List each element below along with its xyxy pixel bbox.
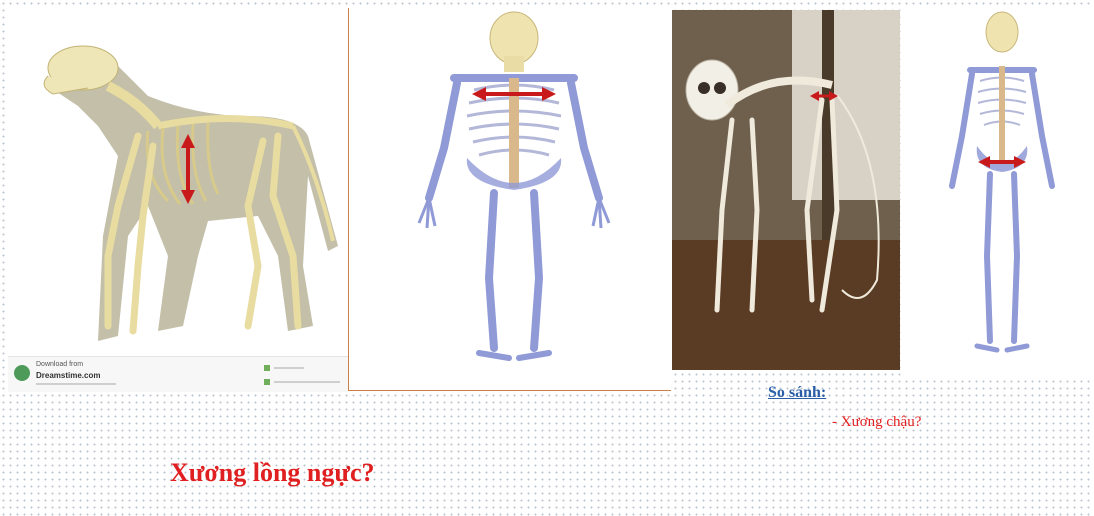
human-skeleton-illustration-2 [902,6,1092,376]
watermark-badge-icon-2 [264,379,270,385]
pelvis-question: - Xương chậu? [832,414,921,431]
human-skeleton-pelvis-image [902,6,1092,376]
watermark-id-line [274,367,304,369]
human-skeleton-ribcage-image [348,8,671,391]
watermark-line1: Download from [36,361,83,368]
watermark-line2: Dreamstime.com [36,371,100,380]
watermark-badge-icon [264,365,270,371]
monkey-skeleton-photo [672,10,900,370]
dog-skeleton-image: Download from Dreamstime.com [8,6,348,392]
dreamstime-logo-icon [14,365,30,381]
human-skeleton-illustration [349,8,671,390]
ribcage-question: Xương lồng ngực? [170,458,375,488]
download-watermark-bar: Download from Dreamstime.com [8,356,348,392]
monkey-skeleton-illustration [672,10,900,370]
dog-skeleton-illustration [8,6,348,356]
compare-label: So sánh: [768,384,826,402]
watermark-fine-print [36,383,116,385]
watermark-credit-line [274,381,340,383]
